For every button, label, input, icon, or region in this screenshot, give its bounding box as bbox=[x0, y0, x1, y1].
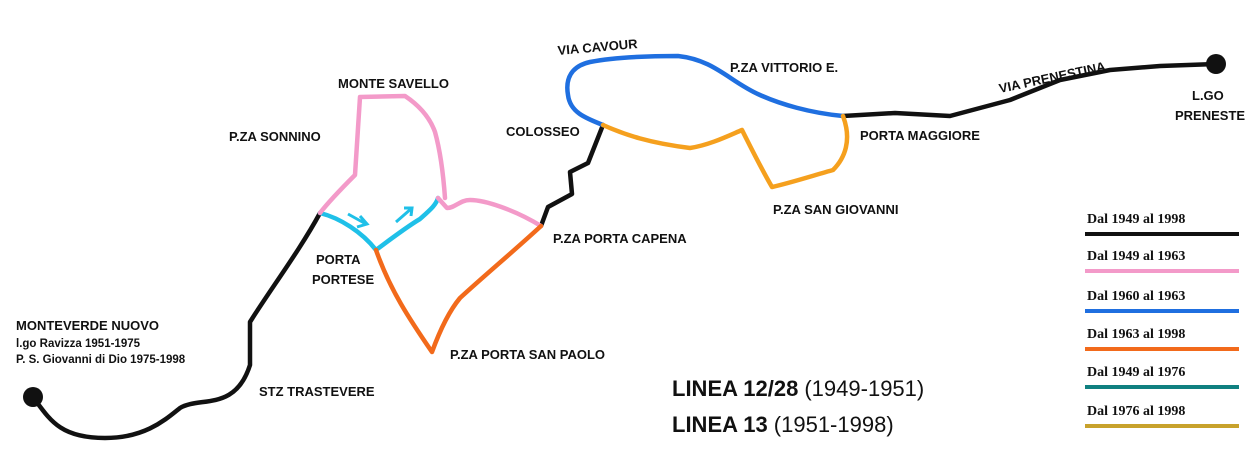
route-black-capena-colosseo bbox=[538, 122, 606, 229]
legend-label: Dal 1960 al 1963 bbox=[1087, 289, 1185, 304]
stop-porta-portese-1: PORTA bbox=[316, 252, 361, 267]
legend-swatch bbox=[1085, 385, 1239, 389]
stop-via-prenestina: VIA PRENESTINA bbox=[998, 59, 1108, 96]
stop-pza-porta-capena: P.ZA PORTA CAPENA bbox=[553, 231, 687, 246]
stop-monte-savello: MONTE SAVELLO bbox=[338, 76, 449, 91]
route-orange-san-paolo bbox=[373, 223, 544, 355]
stop-pza-san-giovanni: P.ZA SAN GIOVANNI bbox=[773, 202, 898, 217]
legend-swatch bbox=[1085, 424, 1239, 428]
stop-via-cavour: VIA CAVOUR bbox=[557, 36, 639, 58]
legend-label: Dal 1963 al 1998 bbox=[1087, 327, 1185, 342]
stop-monteverde-sub2: P. S. Giovanni di Dio 1975-1998 bbox=[16, 354, 186, 366]
legend-swatch bbox=[1085, 347, 1239, 351]
stop-lgo-preneste-2: PRENESTE bbox=[1175, 108, 1245, 123]
line-title-2: LINEA 13(1951-1998) bbox=[672, 412, 894, 437]
terminus-preneste bbox=[1206, 54, 1226, 74]
stop-lgo-preneste-1: L.GO bbox=[1192, 88, 1224, 103]
line-title-1: LINEA 12/28(1949-1951) bbox=[672, 376, 924, 401]
route-black-monteverde bbox=[30, 210, 323, 441]
stop-monteverde: MONTEVERDE NUOVO bbox=[16, 318, 159, 333]
stop-porta-maggiore: PORTA MAGGIORE bbox=[860, 128, 980, 143]
legend-swatch bbox=[1085, 232, 1239, 236]
route-amber-san-giovanni bbox=[600, 113, 850, 190]
legend-label: Dal 1949 al 1998 bbox=[1087, 212, 1185, 227]
route-pink-monte-savello bbox=[317, 93, 448, 216]
stop-pza-sonnino: P.ZA SONNINO bbox=[229, 129, 321, 144]
direction-arrow-icon bbox=[347, 212, 370, 229]
route-pink-capena bbox=[435, 195, 544, 229]
legend-swatch bbox=[1085, 309, 1239, 313]
stop-porta-portese-2: PORTESE bbox=[312, 272, 374, 287]
stop-monteverde-sub1: l.go Ravizza 1951-1975 bbox=[16, 338, 141, 350]
legend-label: Dal 1949 al 1976 bbox=[1087, 365, 1185, 380]
stop-pza-vittorio: P.ZA VITTORIO E. bbox=[730, 60, 838, 75]
route-blue-cavour bbox=[565, 53, 846, 128]
stop-pza-porta-san-paolo: P.ZA PORTA SAN PAOLO bbox=[450, 347, 605, 362]
legend-label: Dal 1949 al 1963 bbox=[1087, 249, 1185, 264]
route-cyan-portese bbox=[317, 195, 441, 253]
stop-colosseo: COLOSSEO bbox=[506, 124, 580, 139]
legend-swatch bbox=[1085, 269, 1239, 273]
route-black-prenestina bbox=[840, 61, 1219, 119]
terminus-monteverde bbox=[23, 387, 43, 407]
legend: Dal 1949 al 1998 Dal 1949 al 1963 Dal 19… bbox=[1085, 212, 1239, 428]
legend-label: Dal 1976 al 1998 bbox=[1087, 404, 1185, 419]
direction-arrow-icon bbox=[395, 206, 414, 224]
stop-stz-trastevere: STZ TRASTEVERE bbox=[259, 384, 375, 399]
